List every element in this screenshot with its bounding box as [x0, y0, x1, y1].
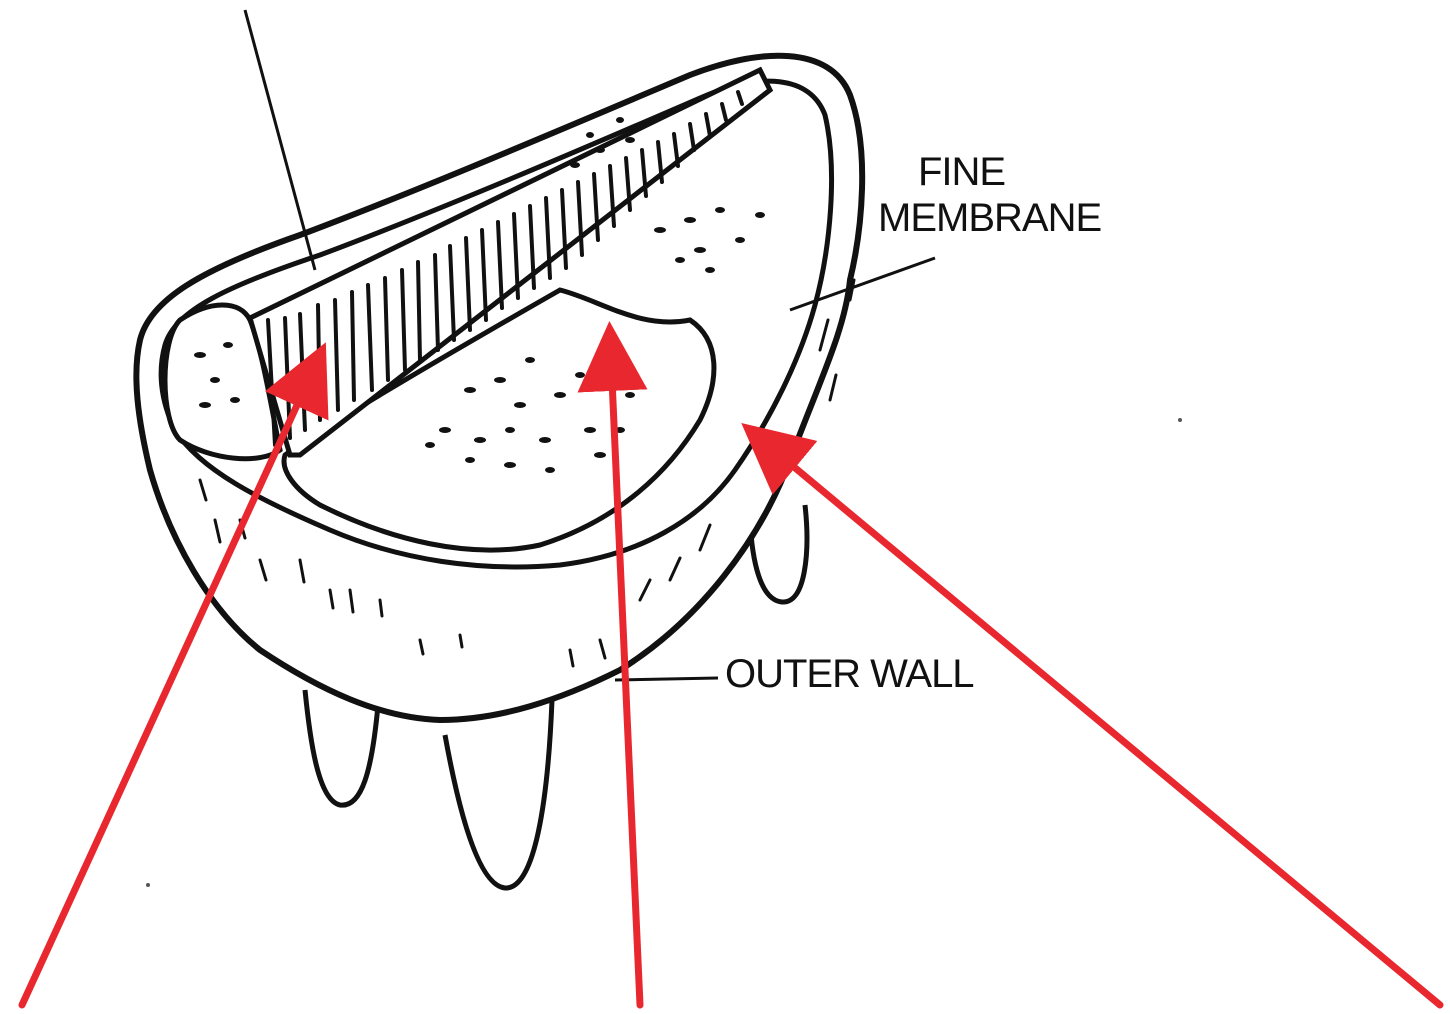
fine-membrane-label-line2: MEMBRANE: [878, 196, 1101, 240]
stray-dot: [146, 883, 150, 887]
fine-membrane-label-line1: FINE: [918, 150, 1005, 194]
outer-wall-leader: [615, 678, 718, 680]
stray-dot: [1178, 418, 1182, 422]
top-leader-line: [245, 10, 315, 270]
outer-wall-label: OUTER WALL: [725, 652, 974, 696]
red-arrow-right: [752, 432, 1440, 1005]
